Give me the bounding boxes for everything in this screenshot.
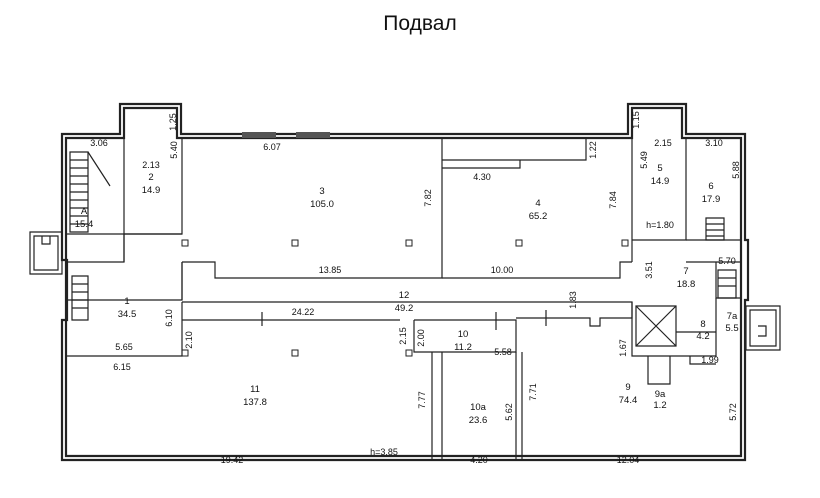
dimension: h=3.85 — [370, 447, 398, 457]
dimension: 10.00 — [491, 265, 514, 275]
columns — [181, 239, 629, 357]
room-area: 23.6 — [469, 415, 488, 426]
room-area: 137.8 — [243, 397, 267, 408]
room-area: 34.5 — [118, 309, 137, 320]
room-number: 7а — [727, 311, 738, 322]
room-number: 5 — [657, 163, 662, 174]
dimension: 7.77 — [417, 391, 427, 409]
dimension: 1.25 — [168, 113, 178, 131]
dimension: 12.04 — [617, 455, 640, 465]
room-number: 10 — [458, 329, 469, 340]
room-area: 18.8 — [677, 279, 696, 290]
dimension: 6.07 — [263, 142, 281, 152]
room-number: 9а — [655, 389, 666, 400]
floor-title: Подвал — [383, 12, 457, 35]
room-number: А — [81, 206, 88, 217]
dimension: 1.15 — [631, 111, 641, 129]
room-area: 11.2 — [454, 342, 472, 353]
dimension: 19.42 — [221, 455, 244, 465]
dimension: 1.22 — [588, 141, 598, 159]
dimension: 3.06 — [90, 138, 108, 148]
dimension: 7.84 — [608, 191, 618, 209]
interior-walls — [66, 108, 741, 460]
room-number: 4 — [535, 198, 540, 209]
dimension: 5.65 — [115, 342, 133, 352]
room-area: 105.0 — [310, 199, 334, 210]
room-number: 8 — [700, 319, 705, 330]
room-area: 14.9 — [142, 185, 161, 196]
dimension: 13.85 — [319, 265, 342, 275]
room-number: 3 — [319, 186, 324, 197]
room-area: 65.2 — [529, 211, 548, 222]
dimension: 24.22 — [292, 307, 315, 317]
window-hatch — [242, 132, 276, 138]
dimension: 2.10 — [184, 331, 194, 349]
dimension: 2.15 — [398, 327, 408, 345]
room-area: 4.2 — [696, 331, 709, 342]
dimension-labels: 3.06 2.13 5.40 1.25 6.07 7.82 1.22 4.30 … — [90, 111, 741, 465]
room-number: 9 — [625, 382, 630, 393]
dimension: h=1.80 — [646, 220, 674, 230]
room-area: 14.9 — [651, 176, 670, 187]
dimension: 1.99 — [701, 355, 719, 365]
room-number: 1 — [124, 296, 129, 307]
room-area: 17.9 — [702, 194, 721, 205]
dimension: 3.51 — [644, 261, 654, 279]
dimension: 2.13 — [142, 160, 160, 170]
dimension: 6.15 — [113, 362, 131, 372]
room-number: 2 — [148, 172, 153, 183]
room-number: 10а — [470, 402, 487, 413]
dimension: 3.10 — [705, 138, 723, 148]
dimension: 7.82 — [423, 189, 433, 207]
dimension: 6.10 — [164, 309, 174, 327]
room-area: 5.5 — [725, 323, 738, 334]
dimension: 2.00 — [416, 329, 426, 347]
window-hatch — [296, 132, 330, 138]
room-area: 15.4 — [75, 219, 94, 230]
room-number: 12 — [399, 290, 410, 301]
room-area: 1.2 — [653, 400, 666, 411]
room-area: 49.2 — [395, 303, 414, 314]
left-entrance — [29, 231, 63, 275]
dimension: 5.70 — [718, 256, 736, 266]
dimension: 1.83 — [568, 291, 578, 309]
room-number: 6 — [708, 181, 713, 192]
dimension: 4.30 — [473, 172, 491, 182]
room-area: 74.4 — [619, 395, 638, 406]
right-entrance — [745, 305, 781, 351]
dimension: 1.67 — [618, 339, 628, 357]
room-number: 11 — [250, 384, 260, 395]
dimension: 7.71 — [528, 383, 538, 401]
room-labels: А 15.4 2 14.9 3 105.0 4 65.2 5 14.9 6 17… — [75, 163, 739, 426]
dimension: 5.40 — [169, 141, 179, 159]
room-number: 7 — [683, 266, 688, 277]
dimension: 5.72 — [728, 403, 738, 421]
dimension: 2.15 — [654, 138, 672, 148]
dimension: 4.20 — [470, 455, 488, 465]
dimension: 5.62 — [504, 403, 514, 421]
dimension: 5.49 — [639, 151, 649, 169]
stairs — [69, 151, 737, 321]
dimension: 5.88 — [731, 161, 741, 179]
dimension: 5.58 — [494, 347, 512, 357]
